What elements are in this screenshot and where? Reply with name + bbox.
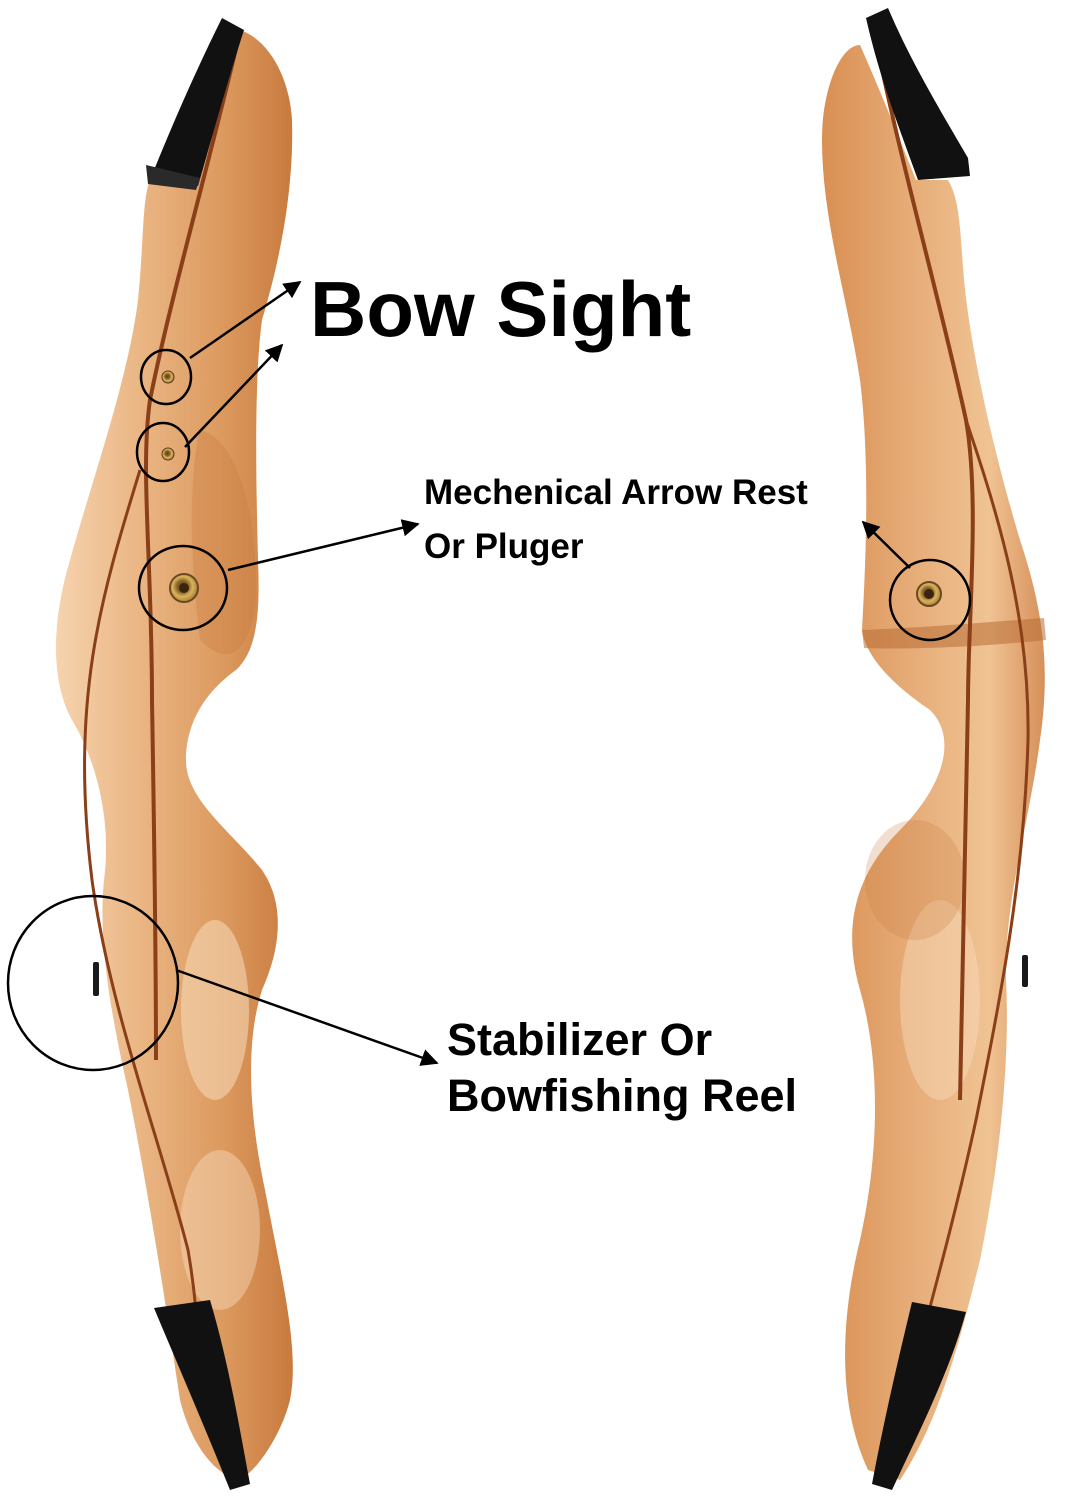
arrow-rest-label: Mechenical Arrow Rest Or Pluger — [424, 466, 808, 574]
left-limb-pocket-top — [150, 18, 244, 186]
left-riser — [56, 18, 293, 1490]
right-limb-pocket-top — [866, 8, 970, 180]
arrow-arrow-rest-left — [227, 519, 420, 572]
right-lamination-stripe — [904, 419, 1030, 1401]
right-limb-pocket-bottom — [872, 1302, 966, 1490]
callout-circle-sight-upper — [139, 348, 193, 406]
right-lamination-stripe — [874, 39, 975, 1101]
stabilizer-label: Stabilizer Or Bowfishing Reel — [447, 1012, 797, 1124]
arrow-rest-label-line-1: Mechenical Arrow Rest — [424, 473, 808, 512]
left-riser-body — [56, 30, 293, 1480]
left-stabilizer-insert — [93, 962, 99, 996]
left-grain-knot — [181, 920, 249, 1100]
left-limb-pocket-top-lip — [146, 165, 200, 190]
bow-sight-label: Bow Sight — [310, 265, 692, 353]
arrow-stabilizer — [175, 968, 439, 1066]
callout-circle-sight-lower — [135, 421, 191, 483]
callout-circle-stabilizer — [6, 894, 180, 1072]
right-grain-knot — [865, 820, 965, 940]
stabilizer-label-line-2: Bowfishing Reel — [447, 1070, 798, 1121]
right-riser-body — [822, 45, 1045, 1480]
arrow-bow-sight-upper — [189, 280, 302, 360]
arrow-arrow-rest-right — [861, 520, 911, 569]
right-stabilizer-insert — [1022, 955, 1028, 987]
left-sight-bushing-lower — [161, 447, 175, 461]
stabilizer-label-line-1: Stabilizer Or — [447, 1014, 713, 1065]
arrow-rest-label-line-2: Or Pluger — [424, 527, 584, 566]
callout-circle-plunger-left — [137, 544, 229, 632]
right-plunger-bushing-hole — [924, 589, 934, 599]
left-plunger-bushing-hole — [179, 583, 189, 593]
arrow-bow-sight-lower — [184, 343, 284, 448]
right-riser — [822, 8, 1046, 1490]
callout-circle-plunger-right — [888, 558, 972, 642]
left-lamination-stripe — [144, 39, 240, 1061]
left-grain-shadow — [191, 430, 257, 655]
left-sight-bushing-upper — [161, 370, 175, 384]
callout-arrows — [175, 280, 911, 1066]
left-grain-knot — [180, 1150, 260, 1310]
callouts — [6, 348, 972, 1072]
left-limb-pocket-bottom — [154, 1300, 250, 1490]
